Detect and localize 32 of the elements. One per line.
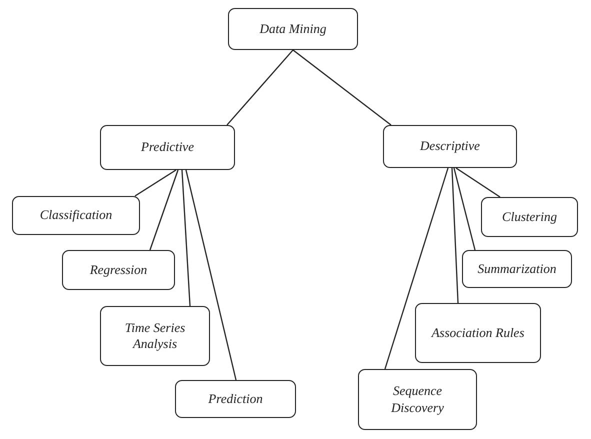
node-label: Data Mining <box>260 20 326 38</box>
node-box <box>12 196 140 235</box>
node-label: Predictive <box>141 139 194 156</box>
node-label: Sequence Discovery <box>390 383 445 416</box>
connector-line <box>453 168 476 250</box>
node-label: Descriptive <box>420 138 480 155</box>
node-label: Time Series Analysis <box>124 320 186 352</box>
node-label: Classification <box>40 207 112 224</box>
node-label: Clustering <box>502 208 557 226</box>
node-box <box>415 303 541 363</box>
node-box <box>358 369 477 430</box>
node-label: Association Rules <box>432 324 524 342</box>
connector-line <box>181 170 191 306</box>
connector-line <box>226 50 294 126</box>
connector-line <box>384 168 449 370</box>
connector-line <box>456 168 500 198</box>
connector-line <box>185 170 237 380</box>
node-box <box>175 380 296 418</box>
node-box <box>481 197 578 237</box>
connector-line <box>292 50 392 126</box>
node-box <box>383 125 517 168</box>
node-box <box>228 8 358 50</box>
connector-line <box>134 170 176 196</box>
connector-line <box>451 168 459 304</box>
node-box <box>100 125 235 170</box>
node-label: Summarization <box>478 260 556 278</box>
node-label: Prediction <box>208 390 263 408</box>
node-box <box>100 306 210 366</box>
connector-line <box>149 170 179 250</box>
node-label: Regression <box>90 262 148 278</box>
node-box <box>462 250 572 288</box>
node-box <box>62 250 175 290</box>
